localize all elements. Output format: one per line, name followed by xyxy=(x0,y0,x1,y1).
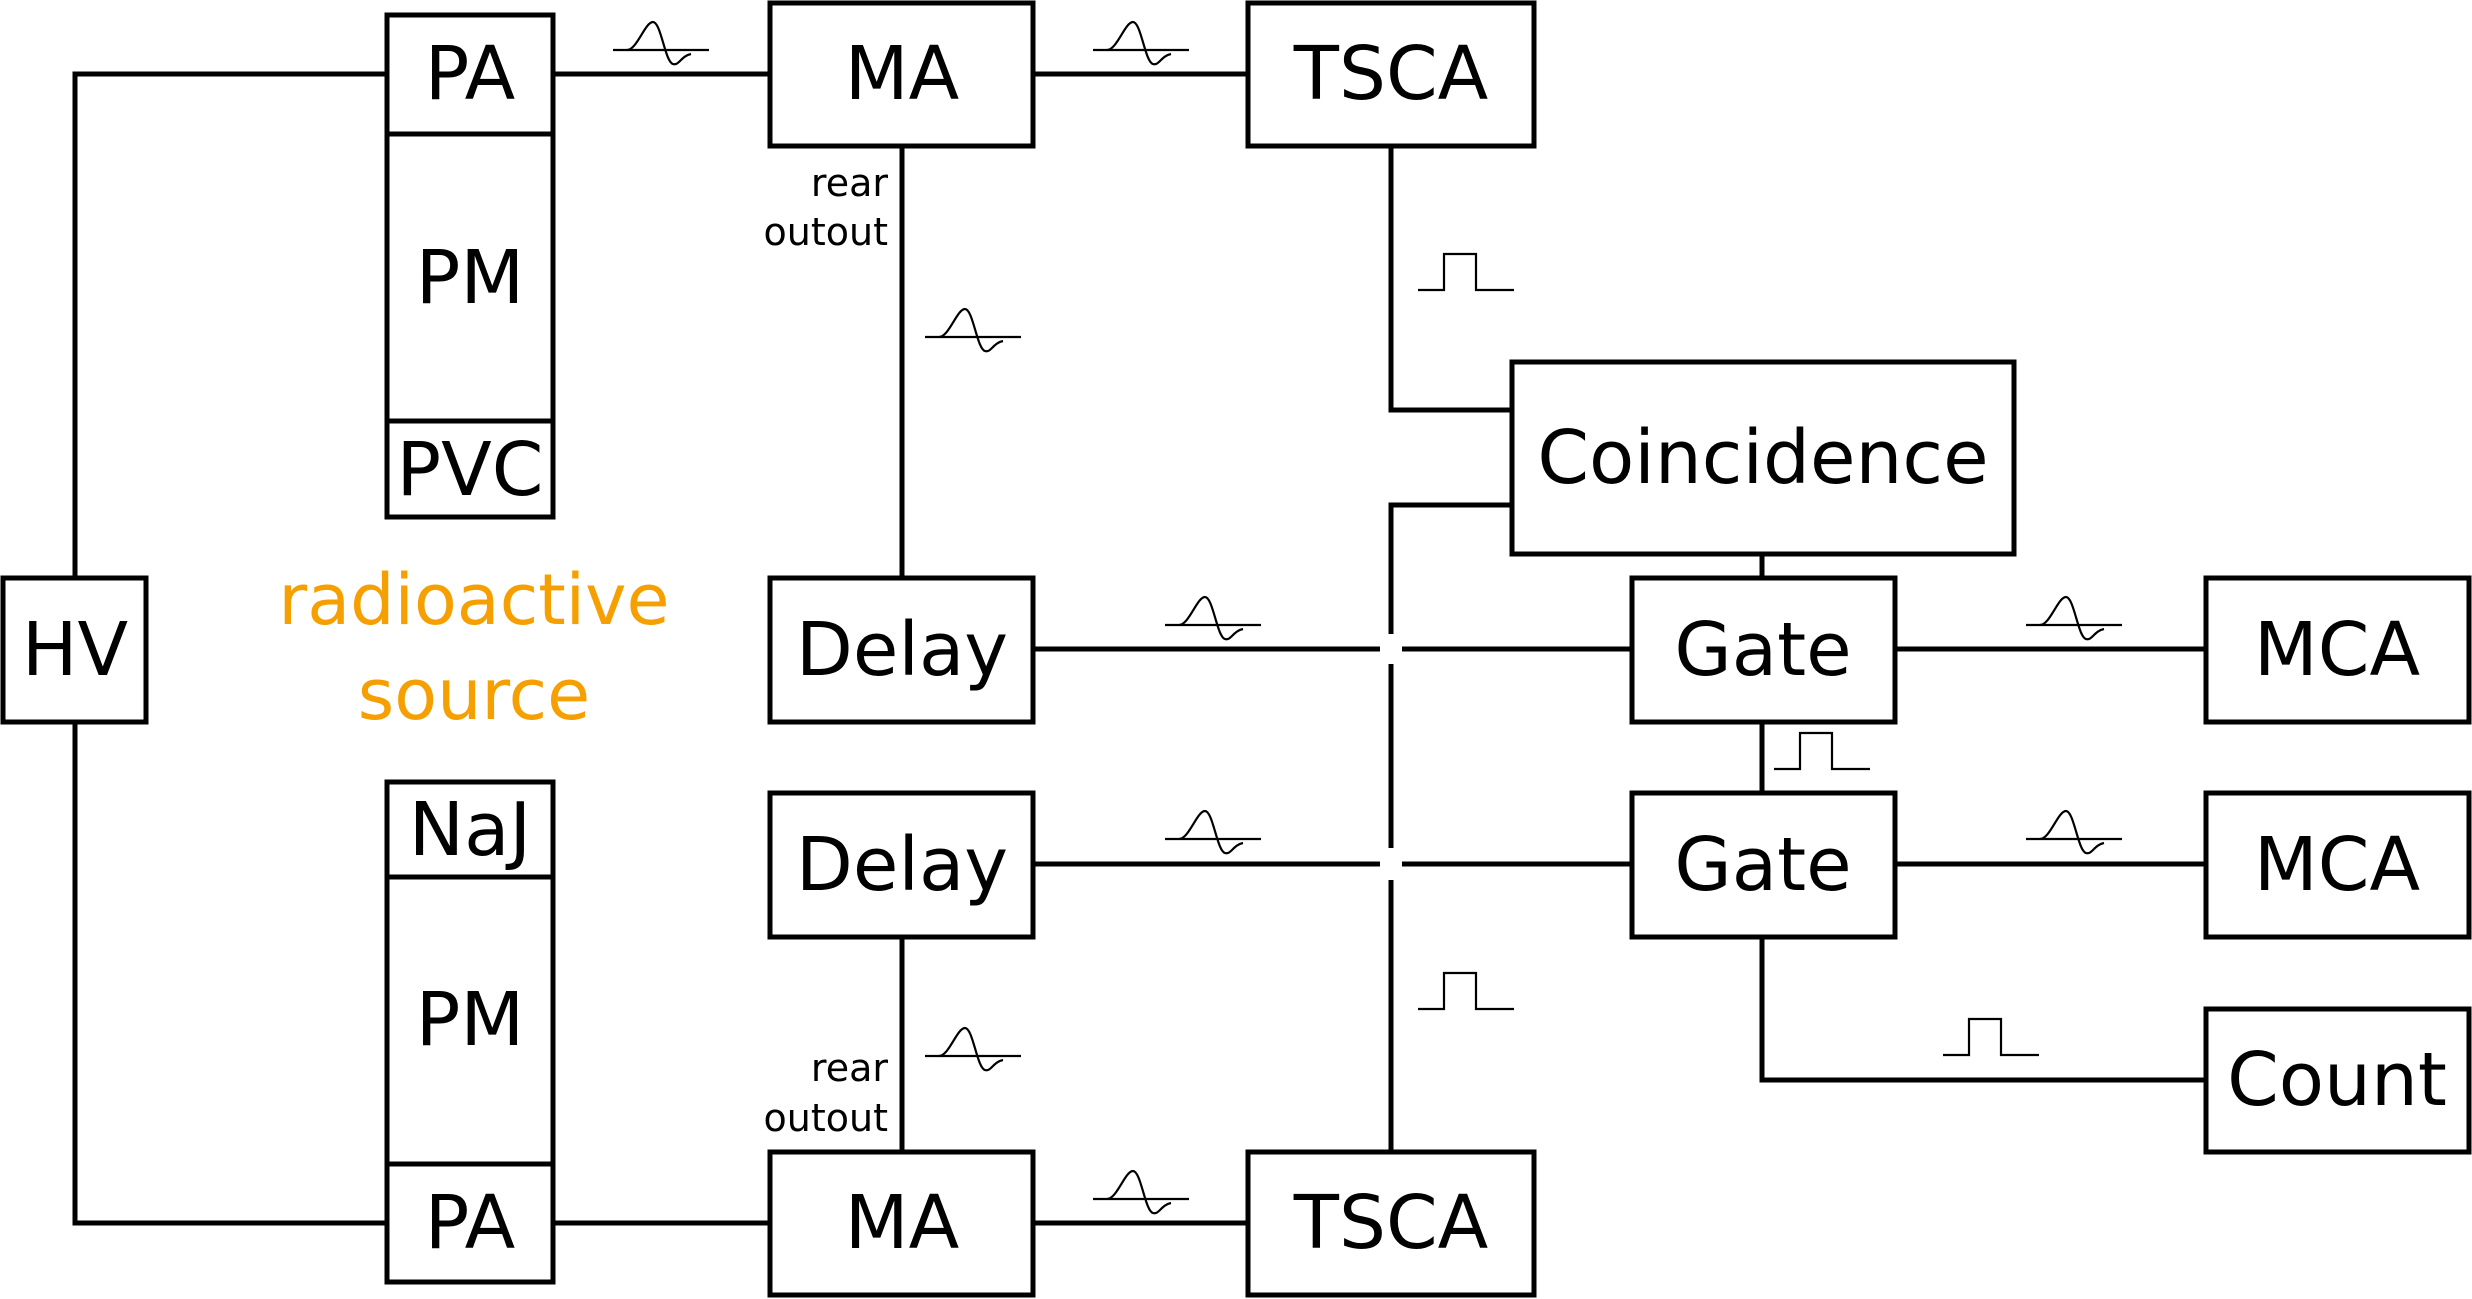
pa-bottom-label: PA xyxy=(425,1180,516,1266)
mca-top-label: MCA xyxy=(2254,607,2421,693)
pvc-label: PVC xyxy=(397,427,544,513)
ma-bottom-block: MA xyxy=(767,1149,1036,1298)
mca-bottom-label: MCA xyxy=(2254,822,2421,908)
rear-output-bottom-line2: outout xyxy=(764,1096,888,1140)
bipolar-pulse-icon xyxy=(1163,595,1263,641)
tsca-top-block: TSCA xyxy=(1245,0,1537,149)
gate-bottom-label: Gate xyxy=(1674,822,1851,908)
rear-output-bottom-line1: rear xyxy=(811,1046,888,1090)
pm-bottom-label: PM xyxy=(416,977,524,1063)
delay-bottom-label: Delay xyxy=(796,822,1008,908)
ma-bottom-label: MA xyxy=(845,1180,960,1266)
delay-top-block: Delay xyxy=(767,575,1036,725)
square-pulse-icon xyxy=(1941,1017,2041,1057)
rear-output-top-line2: outout xyxy=(764,210,888,254)
hv-block: HV xyxy=(0,575,149,725)
pa-top-label: PA xyxy=(425,31,516,117)
delay-top-label: Delay xyxy=(796,607,1008,693)
delay-bottom-block: Delay xyxy=(767,790,1036,940)
bipolar-pulse-icon xyxy=(2024,595,2124,641)
source-label-line1: radioactive xyxy=(278,559,669,641)
coincidence-block: Coincidence xyxy=(1509,359,2017,557)
wire-tsca-coincidence-bottom-a xyxy=(1388,502,1512,634)
detector-top: PA PM PVC xyxy=(384,12,556,520)
bipolar-pulse-icon xyxy=(2024,809,2124,855)
tsca-bottom-block: TSCA xyxy=(1245,1149,1537,1298)
wire-hv-pa-bottom xyxy=(72,722,387,1226)
ma-top-label: MA xyxy=(845,31,960,117)
gate-top-label: Gate xyxy=(1674,607,1851,693)
bipolar-pulse-icon xyxy=(923,307,1023,353)
bipolar-pulse-icon xyxy=(1163,809,1263,855)
square-pulse-icon xyxy=(1416,971,1516,1011)
mca-bottom-block: MCA xyxy=(2203,790,2472,940)
count-block: Count xyxy=(2203,1006,2472,1155)
bipolar-pulse-icon xyxy=(1091,1169,1191,1215)
gate-top-block: Gate xyxy=(1629,575,1898,725)
square-pulse-icon xyxy=(1416,252,1516,292)
connections xyxy=(72,71,2206,1226)
tsca-bottom-label: TSCA xyxy=(1293,1180,1489,1266)
source-label-line2: source xyxy=(358,654,590,736)
bipolar-pulse-icon xyxy=(1091,20,1191,66)
count-label: Count xyxy=(2227,1037,2447,1123)
rear-output-top-line1: rear xyxy=(811,161,888,205)
source-label: radioactive source xyxy=(278,559,669,736)
square-pulse-icon xyxy=(1772,731,1872,771)
naj-label: NaJ xyxy=(409,787,532,873)
wire-gate-count xyxy=(1759,937,2206,1083)
pm-top-label: PM xyxy=(416,235,524,321)
bipolar-pulse-icon xyxy=(923,1026,1023,1072)
coincidence-label: Coincidence xyxy=(1537,415,1988,501)
wire-tsca-coincidence-top xyxy=(1388,146,1512,413)
tsca-top-label: TSCA xyxy=(1293,31,1489,117)
hv-label: HV xyxy=(22,607,129,693)
gate-bottom-block: Gate xyxy=(1629,790,1898,940)
ma-top-block: MA xyxy=(767,0,1036,149)
wire-hv-pa-top xyxy=(72,71,387,578)
detector-bottom: NaJ PM PA xyxy=(384,779,556,1285)
bipolar-pulse-icon xyxy=(611,20,711,66)
mca-top-block: MCA xyxy=(2203,575,2472,725)
